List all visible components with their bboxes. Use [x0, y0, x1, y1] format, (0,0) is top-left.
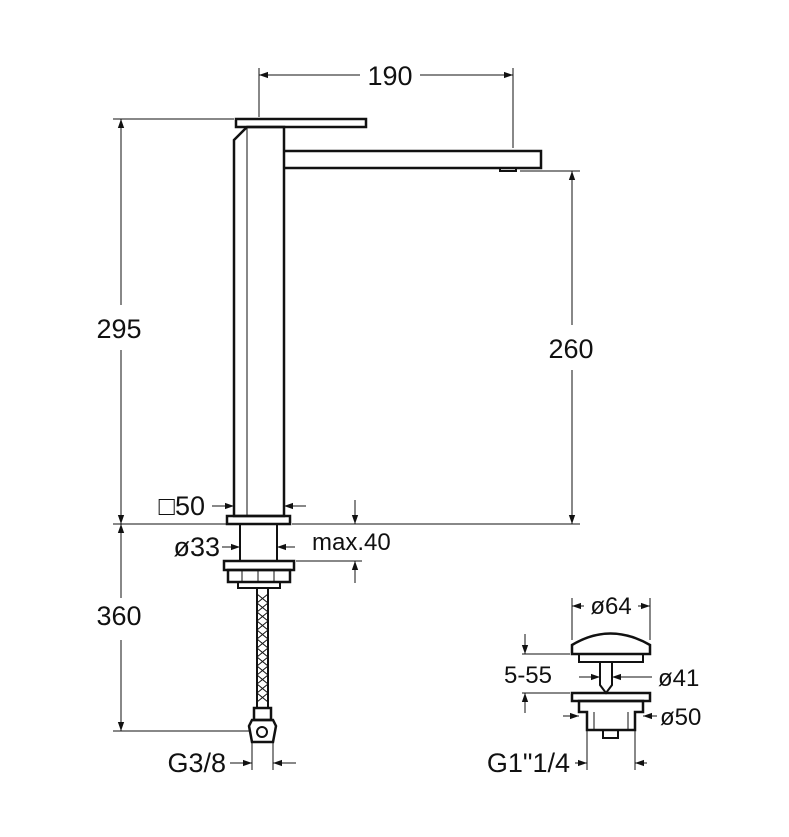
- fixing-ring: [237, 581, 281, 589]
- total-height-label: 295: [96, 314, 141, 344]
- dim-spout-reach: 190: [258, 61, 514, 148]
- waste-flange: [570, 691, 652, 703]
- max-thickness-label: max.40: [312, 529, 391, 556]
- dim-waste-range: 5-55: [504, 634, 570, 713]
- spout-aerator: [499, 168, 517, 172]
- faucet-spout: [284, 149, 543, 170]
- dim-hose-length: 360: [96, 524, 250, 732]
- waste-neck-label: ø41: [658, 665, 699, 692]
- dim-hose-thread: G3/8: [167, 742, 296, 778]
- dim-max-thickness: max.40: [296, 500, 391, 583]
- waste-body-label: ø50: [660, 704, 701, 731]
- waste-range-label: 5-55: [504, 662, 552, 689]
- dim-waste-body: ø50: [563, 704, 701, 731]
- waste-tail: [602, 730, 619, 739]
- faucet-shank: [239, 524, 278, 561]
- dim-waste-neck: ø41: [579, 665, 699, 692]
- shank-diameter-label: ø33: [173, 532, 220, 562]
- hose-length-label: 360: [96, 601, 141, 631]
- dim-total-height: 295: [96, 118, 234, 525]
- waste-valve: [570, 632, 652, 739]
- faucet-body: [232, 125, 286, 518]
- waste-stem: [599, 662, 613, 695]
- faucet-lever: [234, 117, 368, 129]
- dim-shank-diameter: ø33: [173, 532, 295, 562]
- dim-waste-thread: G1"1/4: [487, 730, 647, 778]
- waste-thread-label: G1"1/4: [487, 748, 570, 778]
- spout-reach-label: 190: [367, 61, 412, 91]
- faucet: [222, 117, 543, 744]
- waste-body: [577, 699, 645, 732]
- waste-cap-skirt: [578, 653, 644, 663]
- dim-waste-cap: ø64: [571, 593, 651, 640]
- faucet-base-plate: [225, 514, 292, 526]
- fixing-washer: [222, 559, 296, 572]
- dim-spout-height: 260: [292, 170, 594, 525]
- fixing-nut: [226, 568, 292, 584]
- flexible-hose: [247, 588, 278, 744]
- dim-base-square: □50: [159, 491, 306, 521]
- base-square-label: □50: [159, 491, 205, 521]
- waste-cap: [570, 632, 652, 656]
- spout-height-label: 260: [548, 334, 593, 364]
- hose-thread-label: G3/8: [167, 748, 226, 778]
- waste-cap-label: ø64: [590, 593, 631, 620]
